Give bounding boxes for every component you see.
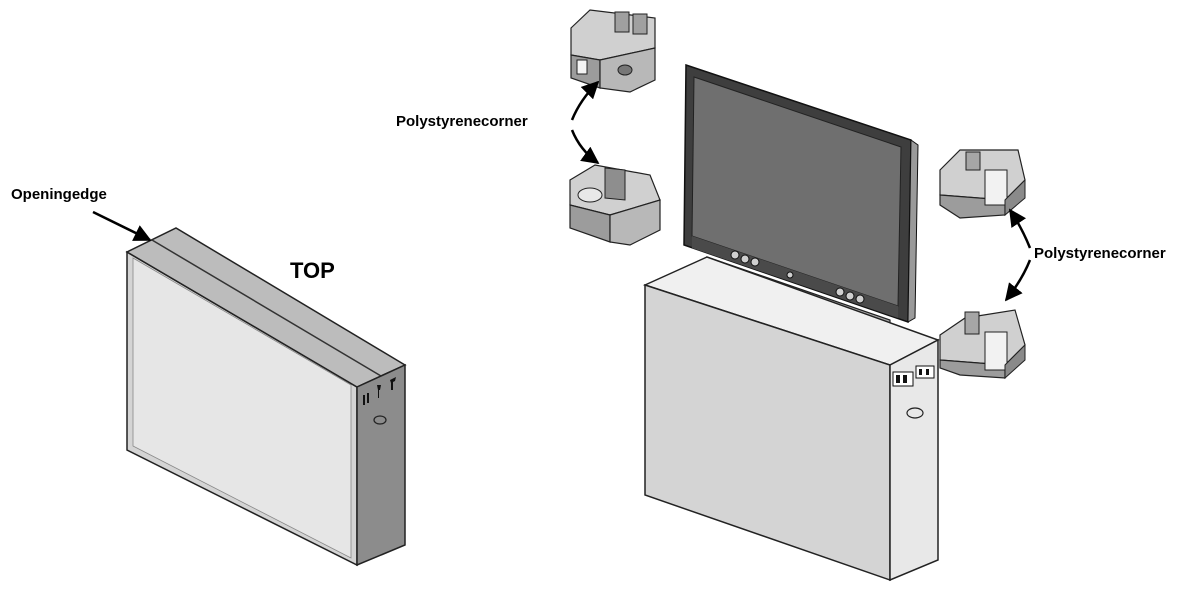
polystyrene-corner-label-right: Polystyrenecorner bbox=[1034, 245, 1166, 262]
polystyrene-right-arrow-down bbox=[1006, 260, 1030, 300]
foam-corner-right-lower bbox=[940, 310, 1025, 378]
opening-edge-arrow bbox=[93, 212, 150, 240]
opening-edge-label: Openingedge bbox=[11, 186, 107, 203]
foam-corner-top-upper bbox=[571, 10, 655, 92]
foam-corner-top-lower bbox=[570, 165, 660, 245]
polystyrene-left-arrow-down bbox=[572, 130, 598, 163]
polystyrene-left-arrow-up bbox=[572, 82, 598, 120]
foam-corner-right-upper bbox=[940, 150, 1025, 218]
polystyrene-right-arrow-up bbox=[1010, 210, 1030, 248]
polystyrene-corner-label-left: Polystyrenecorner bbox=[396, 113, 528, 130]
sealed-box bbox=[127, 228, 405, 565]
top-label: TOP bbox=[290, 258, 335, 284]
